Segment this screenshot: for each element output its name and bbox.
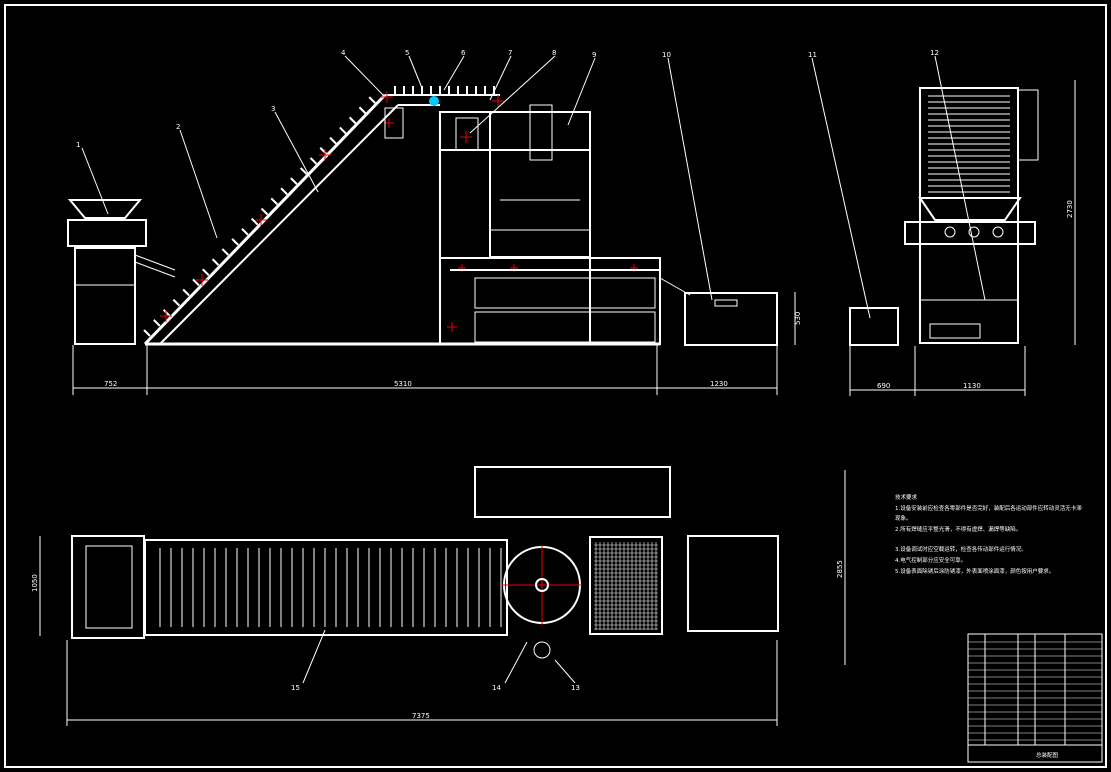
part-label-14: 14 [492, 684, 501, 692]
note-line-2: 现象。 [895, 514, 912, 522]
dim-side-2730: 2730 [1066, 200, 1074, 218]
dim-side-1130: 1130 [963, 382, 981, 390]
title-block-name: 总装配图 [1036, 751, 1059, 759]
conveyor-cleats [143, 86, 495, 337]
roller-centers [160, 91, 638, 332]
dim-plan-1050: 1050 [31, 574, 39, 592]
title-block: 总装配图 [967, 633, 1103, 763]
part-label-8: 8 [552, 49, 556, 57]
dim-side-690: 690 [877, 382, 890, 390]
part-labels: 1 2 3 4 5 6 7 8 9 10 11 12 13 14 15 [76, 49, 939, 692]
part-label-2: 2 [176, 123, 180, 131]
part-label-12: 12 [930, 49, 939, 57]
dim-plan-7375: 7375 [412, 712, 430, 720]
technical-notes: 技术要求 1.设备安装前应检查各零部件是否完好，装配后各运动部件应转动灵活无卡滞… [895, 493, 1082, 575]
part-label-6: 6 [461, 49, 466, 57]
dim-front-530: 530 [794, 312, 802, 325]
part-label-9: 9 [592, 51, 596, 59]
drawing-frame [4, 4, 1107, 768]
part-label-5: 5 [405, 49, 409, 57]
motor-highlight-icon [429, 96, 439, 106]
part-leaders [81, 55, 986, 684]
part-label-15: 15 [291, 684, 300, 692]
side-slats [928, 95, 1010, 193]
dim-plan-2855: 2855 [836, 560, 844, 578]
dim-front-1230: 1230 [710, 380, 728, 388]
part-label-7: 7 [508, 49, 512, 57]
plan-view: 1050 2855 7375 [31, 466, 846, 726]
notes-title: 技术要求 [895, 493, 918, 501]
dim-front-752: 752 [104, 380, 117, 388]
part-label-11: 11 [808, 51, 817, 59]
part-label-13: 13 [571, 684, 580, 692]
front-view: 752 5310 1230 530 [67, 86, 802, 395]
note-line-4: 3.设备调试时应空载运转，检查各传动部件运行情况。 [895, 545, 1027, 553]
part-label-3: 3 [271, 105, 275, 113]
part-label-4: 4 [341, 49, 346, 57]
note-line-5: 4.电气控制部分应安全可靠。 [895, 556, 966, 564]
note-line-3: 2.所有焊缝应平整光滑，不得有虚焊、漏焊等缺陷。 [895, 525, 1021, 533]
screen-mesh [594, 542, 658, 630]
part-label-10: 10 [662, 51, 671, 59]
note-line-1: 1.设备安装前应检查各零部件是否完好，装配后各运动部件应转动灵活无卡滞 [895, 504, 1082, 512]
side-view: 690 1130 2730 [849, 80, 1076, 396]
dim-front-5310: 5310 [394, 380, 412, 388]
part-label-1: 1 [76, 141, 80, 149]
plan-slats [159, 548, 502, 627]
note-line-6: 5.设备表面除锈后涂防锈漆，外表面喷涂面漆，颜色按用户要求。 [895, 567, 1054, 575]
